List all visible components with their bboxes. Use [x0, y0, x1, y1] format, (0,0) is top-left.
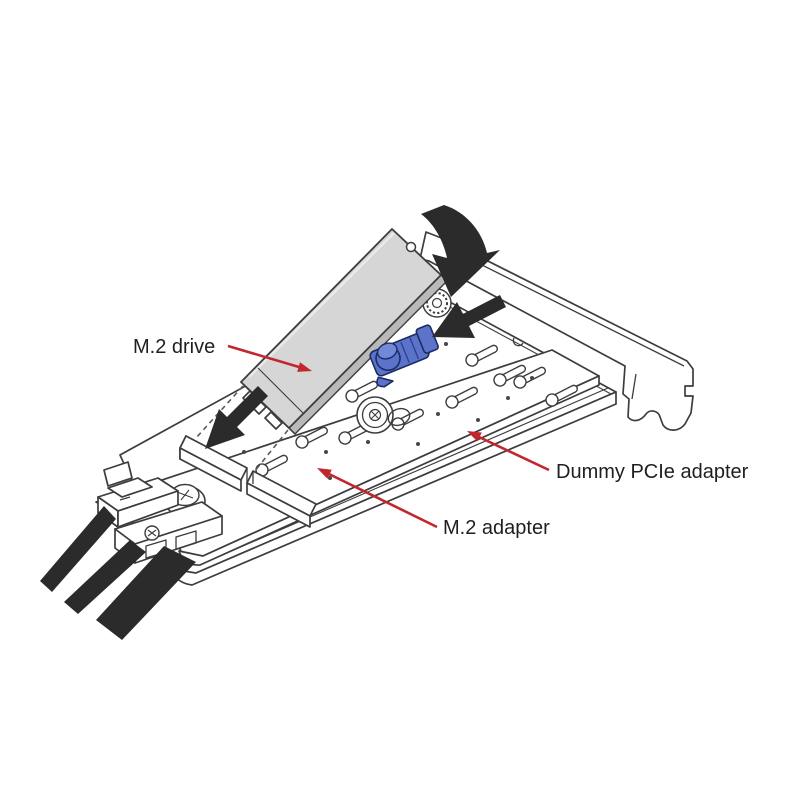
retainer-clip [369, 324, 439, 388]
m2-socket [179, 435, 317, 528]
drive-top-face [240, 228, 442, 429]
cable [40, 506, 116, 592]
bracket-bend-line [631, 373, 637, 400]
bracket-fold-line [443, 245, 685, 367]
leader-arrowhead [467, 431, 482, 442]
screw-grommet-with-loop [356, 396, 411, 434]
leader-m2-adapter [328, 472, 438, 529]
callouts: M.2 drive M.2 adapter Dummy PCIe adapter [133, 336, 749, 539]
drive-highlight [248, 232, 395, 378]
label-m2-drive: M.2 drive [133, 336, 215, 358]
alignment-dashed-line [195, 385, 244, 439]
leader-m2-drive [227, 344, 300, 369]
motion-arrows [205, 205, 506, 449]
leader-dummy-pcie-adapter [478, 435, 550, 472]
rotate-down-arrow [421, 205, 500, 297]
label-dummy-pcie-adapter: Dummy PCIe adapter [556, 461, 749, 483]
cable [64, 540, 146, 614]
alignment-dashed-line [253, 429, 289, 473]
card-tab [512, 337, 524, 347]
clip-ridges [400, 337, 420, 363]
drive-connector-line [257, 367, 305, 415]
ribbon-cable [96, 546, 196, 640]
clip-foot [376, 376, 394, 388]
drive-insert-arrow [205, 386, 268, 449]
drive-edge-connector [264, 411, 283, 430]
m2-adapter-board [95, 330, 600, 566]
label-m2-adapter: M.2 adapter [443, 517, 550, 539]
leader-arrowhead [297, 362, 312, 372]
clip-direction-arrow [432, 295, 506, 338]
cables [40, 506, 196, 640]
clip-knob [376, 342, 398, 360]
leader-arrowhead [317, 468, 332, 479]
drive-screw-notch [405, 241, 417, 253]
pcie-bracket [419, 231, 694, 431]
